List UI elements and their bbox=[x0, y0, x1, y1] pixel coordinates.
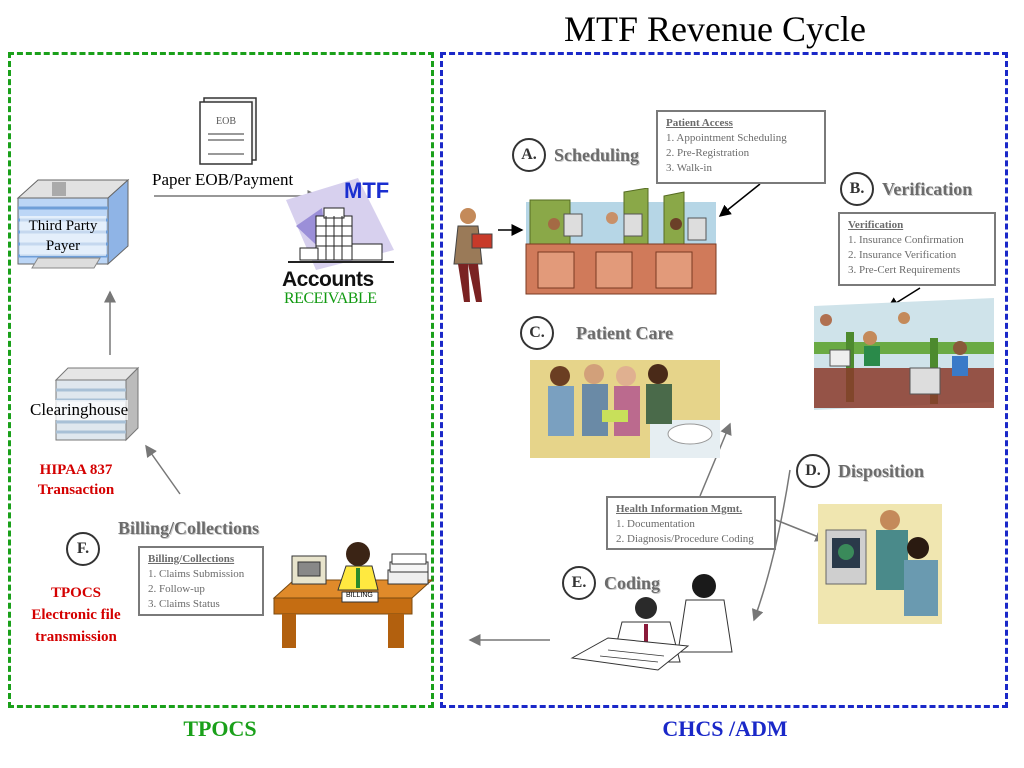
step-c-badge: C. bbox=[520, 316, 554, 350]
patient-access-item: 2. Pre-Registration bbox=[666, 147, 750, 159]
verification-item: 2. Insurance Verification bbox=[848, 249, 957, 261]
tpocs-line-3: transmission bbox=[35, 629, 117, 645]
accounts-receivable-logo: MTF Accounts RECEIVABLE bbox=[282, 178, 400, 310]
billing-box-item: 3. Claims Status bbox=[148, 598, 220, 610]
eob-document-icon: EOB bbox=[198, 96, 262, 166]
paper-eob-label: Paper EOB/Payment bbox=[152, 170, 294, 189]
step-c-header: C. Patient Care bbox=[520, 316, 673, 350]
billing-box-item: 1. Claims Submission bbox=[148, 568, 245, 580]
step-d-badge: D. bbox=[796, 454, 830, 488]
verification-box: Verification 1. Insurance Confirmation 2… bbox=[838, 212, 996, 286]
tpocs-region bbox=[8, 52, 434, 708]
step-c-title: Patient Care bbox=[576, 322, 674, 343]
him-to-patient-care-arrow bbox=[699, 422, 732, 497]
him-to-disposition-arrow bbox=[775, 519, 828, 542]
billing-to-clearinghouse-arrow bbox=[145, 444, 181, 495]
billing-box-item: 2. Follow-up bbox=[148, 583, 205, 595]
patient-access-box-title: Patient Access bbox=[666, 117, 733, 129]
step-e-badge: E. bbox=[562, 566, 596, 600]
patient-access-pointer bbox=[718, 183, 761, 217]
patient-figure-clipart bbox=[446, 206, 496, 306]
step-a-header: A. Scheduling bbox=[512, 138, 639, 172]
verification-item: 3. Pre-Cert Requirements bbox=[848, 264, 961, 276]
verification-office-clipart bbox=[810, 298, 998, 410]
step-f-badge: F. bbox=[66, 532, 100, 566]
him-box-title: Health Information Mgmt. bbox=[616, 503, 743, 515]
patient-access-box: Patient Access 1. Appointment Scheduling… bbox=[656, 110, 826, 184]
step-b-header: B. Verification bbox=[840, 172, 972, 206]
chcs-adm-region bbox=[440, 52, 1008, 708]
step-a-badge: A. bbox=[512, 138, 546, 172]
billing-desk-clipart: BILLING bbox=[272, 536, 434, 648]
billing-box-title: Billing/Collections bbox=[148, 553, 235, 565]
receivable-text: RECEIVABLE bbox=[284, 290, 377, 307]
patient-access-item: 3. Walk-in bbox=[666, 162, 712, 174]
mtf-label: MTF bbox=[344, 178, 390, 203]
tpocs-line-2: Electronic file bbox=[31, 607, 121, 623]
third-party-payer-label: Third Party Payer bbox=[20, 216, 106, 256]
step-e-title: Coding bbox=[604, 572, 661, 593]
patient-access-item: 1. Appointment Scheduling bbox=[666, 132, 787, 144]
hipaa-837-note: HIPAA 837 Transaction bbox=[20, 460, 132, 500]
step-f-title: Billing/Collections bbox=[118, 518, 260, 538]
tpocs-region-label: TPOCS bbox=[183, 716, 257, 741]
clearinghouse-label: Clearinghouse bbox=[30, 400, 129, 420]
scheduling-office-clipart bbox=[524, 187, 720, 296]
step-b-title: Verification bbox=[882, 178, 973, 199]
disposition-to-coding-arrow bbox=[751, 469, 791, 622]
him-box-item: 2. Diagnosis/Procedure Coding bbox=[616, 533, 754, 545]
tpocs-line-1: TPOCS bbox=[50, 585, 101, 601]
hipaa-line-2: Transaction bbox=[37, 482, 115, 498]
eob-icon-text: EOB bbox=[216, 116, 236, 127]
tpocs-transmission-note: TPOCS Electronic file transmission bbox=[10, 582, 142, 648]
step-b-badge: B. bbox=[840, 172, 874, 206]
verification-item: 1. Insurance Confirmation bbox=[848, 234, 964, 246]
step-f-header: F. bbox=[66, 532, 100, 566]
chcs-adm-region-label: CHCS /ADM bbox=[662, 716, 788, 741]
health-info-mgmt-box: Health Information Mgmt. 1. Documentatio… bbox=[606, 496, 776, 550]
step-d-title: Disposition bbox=[838, 460, 925, 481]
coding-clipart bbox=[568, 572, 752, 672]
page-title: MTF Revenue Cycle bbox=[564, 9, 866, 49]
step-e-header: E. Coding bbox=[562, 566, 660, 600]
step-a-title: Scheduling bbox=[554, 144, 640, 165]
hipaa-line-1: HIPAA 837 bbox=[39, 462, 113, 478]
billing-sign: BILLING bbox=[346, 592, 373, 599]
disposition-clipart bbox=[818, 504, 942, 624]
him-box-item: 1. Documentation bbox=[616, 518, 695, 530]
verification-box-title: Verification bbox=[848, 219, 904, 231]
step-d-header: D. Disposition bbox=[796, 454, 924, 488]
accounts-text: Accounts bbox=[282, 268, 374, 291]
third-party-payer-building: Third Party Payer bbox=[12, 176, 130, 276]
patient-care-clipart bbox=[530, 360, 720, 458]
billing-collections-box: Billing/Collections 1. Claims Submission… bbox=[138, 546, 264, 616]
